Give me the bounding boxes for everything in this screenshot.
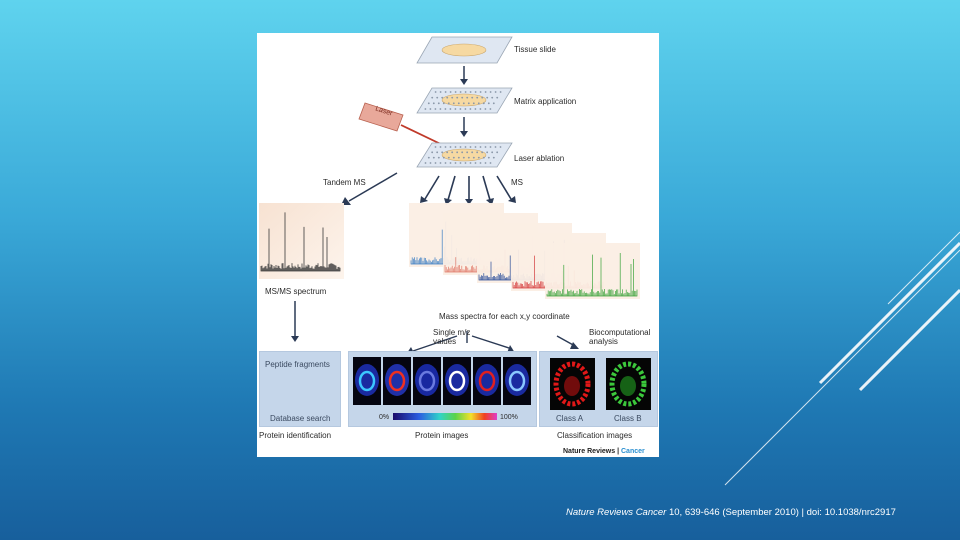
mass-spectra-stack xyxy=(409,203,640,299)
label-msms-spectrum: MS/MS spectrum xyxy=(265,287,327,296)
label-tissue-slide: Tissue slide xyxy=(514,45,556,54)
mass-spectrum-trace xyxy=(546,253,638,297)
label-tandem-ms: Tandem MS xyxy=(323,178,366,187)
citation-journal: Nature Reviews Cancer xyxy=(566,507,667,518)
label-protein-identification: Protein identification xyxy=(259,431,332,440)
journal-brand: Nature Reviews | Cancer xyxy=(563,448,645,455)
label-biocomputational: Biocomputational xyxy=(589,328,651,337)
label-protein-images: Protein images xyxy=(415,431,469,440)
ms-arrows xyxy=(420,175,516,205)
peptide-panel: Peptide fragments Database search xyxy=(259,351,341,427)
label-mass-spectra: Mass spectra for each x,y coordinate xyxy=(439,312,570,321)
workflow-figure: Tissue slide Matrix application Laser La… xyxy=(257,33,659,457)
intensity-scale-bar xyxy=(393,413,497,420)
label-matrix-application: Matrix application xyxy=(514,97,577,106)
msms-spectrum-trace xyxy=(260,212,341,272)
tissue-sample xyxy=(441,43,487,57)
label-single-mz-values: values xyxy=(433,337,457,346)
brand-section: Cancer xyxy=(621,448,645,455)
figure-graphics xyxy=(259,36,640,355)
label-class-a: Class A xyxy=(556,414,584,423)
label-database-search: Database search xyxy=(270,414,331,423)
brand-separator: | xyxy=(615,448,621,455)
citation-details: 10, 639-646 (September 2010) | doi: 10.1… xyxy=(666,507,896,518)
label-classification-images: Classification images xyxy=(557,431,633,440)
label-scale-min: 0% xyxy=(379,414,390,421)
protein-images xyxy=(353,357,531,420)
label-class-b: Class B xyxy=(614,414,642,423)
citation: Nature Reviews Cancer 10, 639-646 (Septe… xyxy=(566,507,896,518)
label-scale-max: 100% xyxy=(500,414,518,421)
brand-journal: Nature Reviews xyxy=(563,448,616,455)
classification-images xyxy=(550,358,651,410)
label-single-mz: Single m/z xyxy=(433,328,471,337)
label-biocomputational-analysis: analysis xyxy=(589,337,618,346)
label-ms: MS xyxy=(511,178,523,187)
label-peptide-fragments: Peptide fragments xyxy=(265,360,330,369)
classification-panel: Class A Class B xyxy=(539,351,658,427)
label-laser-ablation: Laser ablation xyxy=(514,154,565,163)
protein-images-panel: 0% 100% xyxy=(348,351,537,427)
